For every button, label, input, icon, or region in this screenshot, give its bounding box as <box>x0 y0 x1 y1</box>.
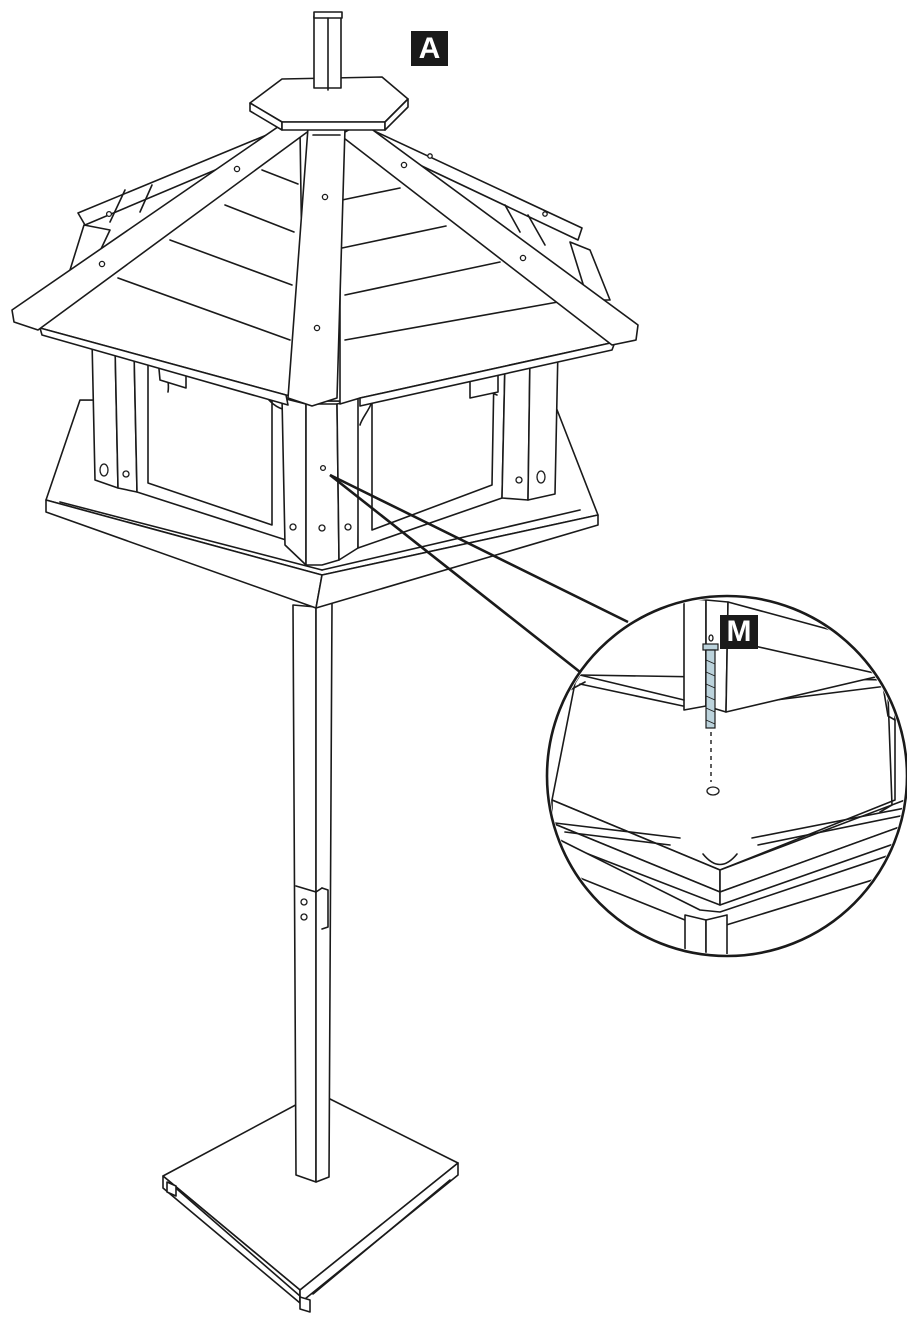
part-label-a: A <box>411 31 448 66</box>
base-plate <box>162 1092 459 1313</box>
detail-view <box>551 598 905 954</box>
post <box>292 602 333 1183</box>
part-label-m: M <box>720 615 758 649</box>
screw-icon <box>702 634 719 729</box>
house-body <box>91 339 559 566</box>
roof <box>11 11 639 407</box>
